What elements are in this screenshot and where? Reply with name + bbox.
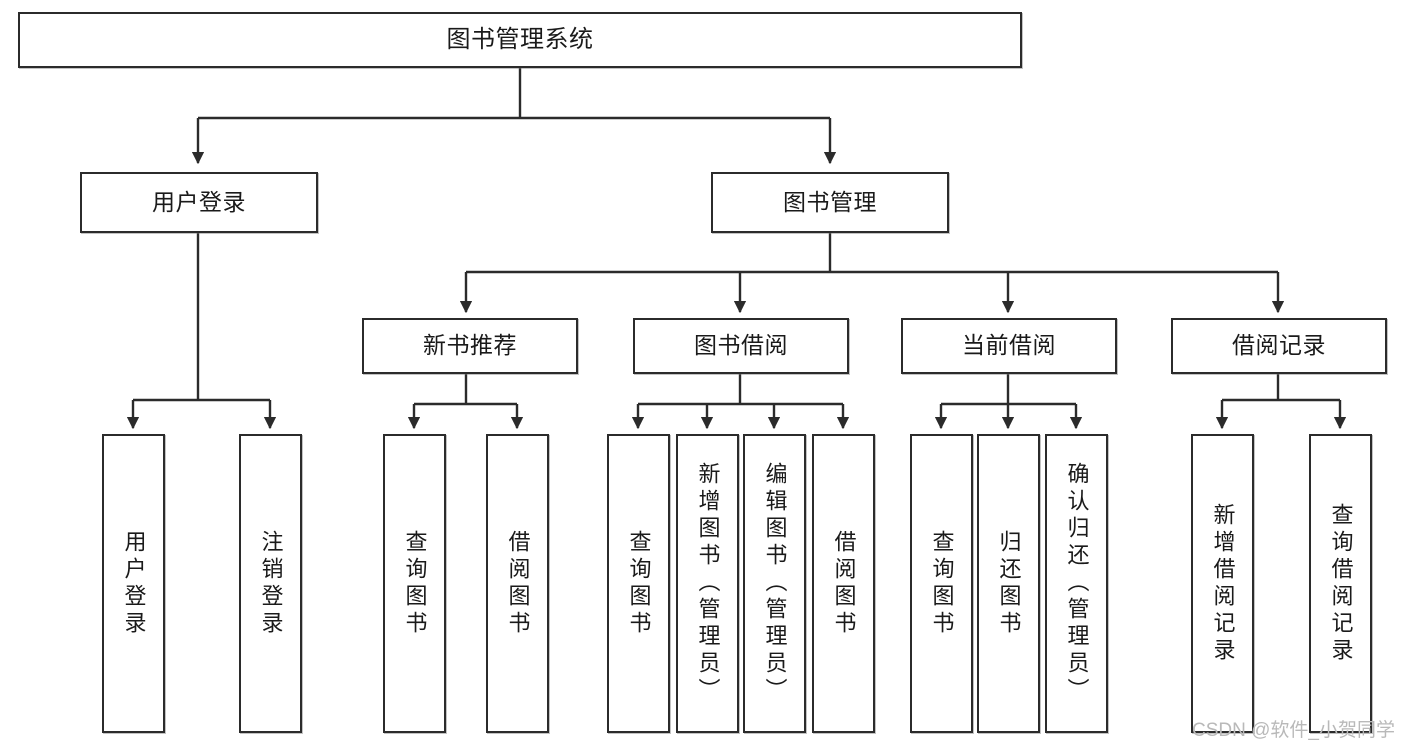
node-book-management-label: 图书管理 <box>783 188 877 215</box>
node-borrow-record-label: 借阅记录 <box>1232 332 1326 359</box>
leaf-book-borrow-add[interactable]: 新增图书（管理员） <box>676 434 739 733</box>
leaf-borrow-record-query-label: 查询借阅记录 <box>1328 502 1354 665</box>
node-book-management[interactable]: 图书管理 <box>711 172 949 233</box>
leaf-new-book-query-label: 查询图书 <box>402 529 428 638</box>
leaf-book-borrow-edit-label: 编辑图书（管理员） <box>762 462 788 705</box>
leaf-current-borrow-query-label: 查询图书 <box>929 529 955 638</box>
leaf-borrow-record-add-label: 新增借阅记录 <box>1210 502 1236 665</box>
node-new-book-recommend[interactable]: 新书推荐 <box>362 318 578 374</box>
leaf-book-borrow-edit[interactable]: 编辑图书（管理员） <box>743 434 806 733</box>
leaf-book-borrow-borrow[interactable]: 借阅图书 <box>812 434 875 733</box>
node-current-borrow[interactable]: 当前借阅 <box>901 318 1117 374</box>
leaf-book-borrow-add-label: 新增图书（管理员） <box>695 462 721 705</box>
leaf-book-borrow-query-label: 查询图书 <box>626 529 652 638</box>
node-book-borrow-label: 图书借阅 <box>694 332 788 359</box>
node-root-label: 图书管理系统 <box>446 25 594 53</box>
node-root[interactable]: 图书管理系统 <box>18 12 1022 68</box>
node-borrow-record[interactable]: 借阅记录 <box>1171 318 1387 374</box>
node-current-borrow-label: 当前借阅 <box>962 332 1056 359</box>
leaf-current-borrow-confirm-return[interactable]: 确认归还（管理员） <box>1045 434 1108 733</box>
leaf-current-borrow-confirm-return-label: 确认归还（管理员） <box>1064 462 1090 705</box>
leaf-borrow-record-add[interactable]: 新增借阅记录 <box>1191 434 1254 733</box>
leaf-current-borrow-return[interactable]: 归还图书 <box>977 434 1040 733</box>
leaf-new-book-query[interactable]: 查询图书 <box>383 434 446 733</box>
leaf-book-borrow-borrow-label: 借阅图书 <box>831 529 857 638</box>
leaf-new-book-borrow-label: 借阅图书 <box>505 529 531 638</box>
leaf-current-borrow-query[interactable]: 查询图书 <box>910 434 973 733</box>
leaf-borrow-record-query[interactable]: 查询借阅记录 <box>1309 434 1372 733</box>
leaf-user-login-logout[interactable]: 注销登录 <box>239 434 302 733</box>
leaf-current-borrow-return-label: 归还图书 <box>996 529 1022 638</box>
node-book-borrow[interactable]: 图书借阅 <box>633 318 849 374</box>
leaf-user-login-login[interactable]: 用户登录 <box>102 434 165 733</box>
leaf-new-book-borrow[interactable]: 借阅图书 <box>486 434 549 733</box>
node-user-login[interactable]: 用户登录 <box>80 172 318 233</box>
leaf-user-login-logout-label: 注销登录 <box>258 529 284 638</box>
node-new-book-recommend-label: 新书推荐 <box>423 332 517 359</box>
node-user-login-label: 用户登录 <box>152 188 246 215</box>
csdn-watermark: CSDN @软件_小贺同学 <box>1192 720 1395 741</box>
leaf-book-borrow-query[interactable]: 查询图书 <box>607 434 670 733</box>
leaf-user-login-login-label: 用户登录 <box>121 529 147 638</box>
